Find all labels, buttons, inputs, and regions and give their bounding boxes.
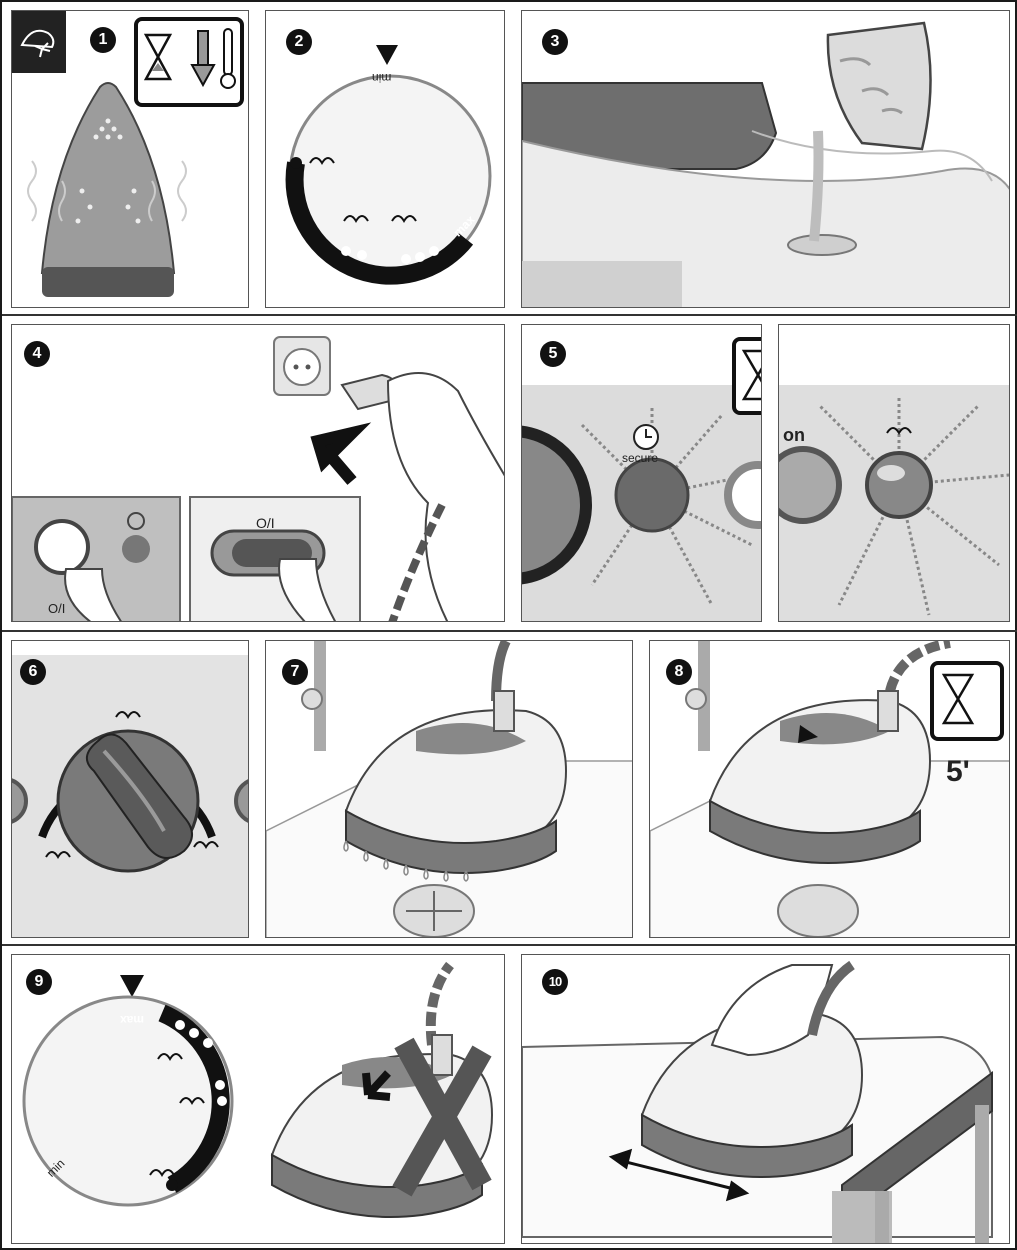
step-number: 8 [666, 659, 692, 685]
iron-over-sink-illustration [266, 641, 632, 937]
dial-max-label: max [120, 1013, 145, 1027]
step-2-panel: 2 min max [265, 10, 505, 308]
pointer-triangle-icon [376, 45, 398, 65]
arrow-icon [798, 725, 818, 743]
on-label: on [783, 425, 805, 445]
steam-icon [115, 711, 141, 719]
pointer-triangle-icon [120, 975, 144, 997]
steam-icon [309, 157, 335, 165]
steam-icon [391, 215, 417, 223]
back-and-forth-arrow-icon [608, 1148, 750, 1202]
plug-in-illustration [12, 336, 504, 621]
step-10-panel: 10 [521, 954, 1010, 1244]
hourglass-icon [941, 673, 975, 725]
steam-icon [149, 1169, 175, 1177]
step-3-panel: 3 [521, 10, 1010, 308]
on-light-illustration [779, 325, 1009, 616]
hourglass-icon [741, 349, 761, 401]
secure-light-illustration [522, 325, 761, 606]
power-switch-label: O/I [256, 515, 275, 531]
step-number: 4 [24, 341, 50, 367]
step-number: 9 [26, 969, 52, 995]
steam-icon [157, 1053, 183, 1061]
step-8-panel: 8 5' [649, 640, 1010, 938]
step-5-panel-secure: 5 secure [521, 324, 762, 622]
steam-icon [179, 1097, 205, 1105]
step-number: 5 [540, 341, 566, 367]
steam-icon [45, 851, 71, 859]
steam-dial-illustration [12, 641, 248, 873]
wait-time-label: 5' [946, 755, 970, 788]
sun-icon [127, 512, 145, 530]
step-number: 6 [20, 659, 46, 685]
steam-icon [343, 215, 369, 223]
temperature-dial-min [285, 45, 492, 285]
step-6-panel: 6 [11, 640, 249, 938]
step-number: 10 [542, 969, 568, 995]
power-button-label: O/I [48, 601, 66, 616]
step-1-panel: 1 [11, 10, 249, 308]
iron-soleplate-illustration [12, 11, 244, 297]
secure-label: secure [622, 451, 659, 465]
step-number: 2 [286, 29, 312, 55]
fill-water-tank-illustration [522, 21, 1009, 307]
ironing-board-illustration [522, 960, 993, 1243]
step-5-panel-on: on [778, 324, 1010, 622]
step-number: 3 [542, 29, 568, 55]
iron-self-clean-illustration [650, 641, 1009, 937]
step-number: 7 [282, 659, 308, 685]
steam-icon [886, 427, 912, 435]
row-divider [2, 944, 1017, 946]
step-number: 1 [90, 27, 116, 53]
prohibited-x-icon [392, 1037, 492, 1197]
row-divider [2, 630, 1017, 632]
step-4-panel: 4 O/I O/I [11, 324, 505, 622]
step-9-panel: 9 max min [11, 954, 505, 1244]
steam-icon [193, 841, 219, 849]
step-7-panel: 7 [265, 640, 633, 938]
dial-max-and-no-illustration [22, 961, 494, 1218]
dial-min-label: min [372, 71, 392, 85]
row-divider [2, 314, 1017, 316]
arrow-icon [362, 1070, 391, 1101]
